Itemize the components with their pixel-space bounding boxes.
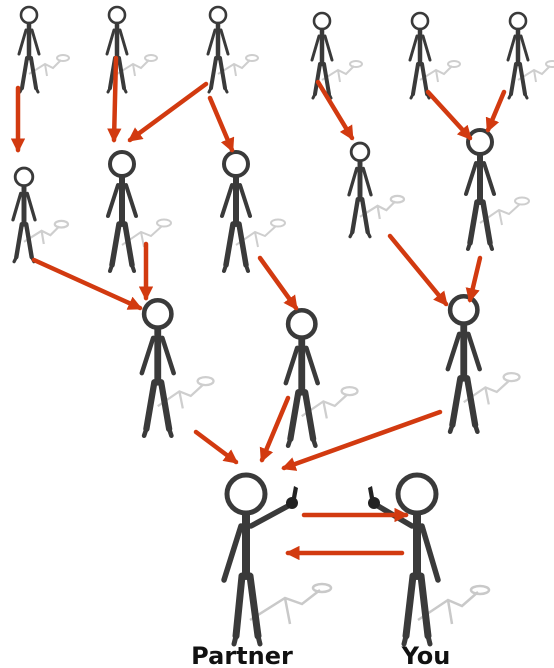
arrow-14: [259, 395, 291, 463]
person-r2-4: [349, 143, 404, 237]
partner-label: Partner: [191, 642, 293, 668]
person-r2-2: [108, 152, 171, 271]
arrow-8: [31, 257, 143, 311]
arrow-4: [207, 95, 235, 153]
arrow-10: [257, 255, 299, 311]
person-r2-1: [13, 168, 68, 262]
arrow-12: [465, 255, 483, 303]
person-r2-3: [222, 152, 285, 271]
partner-figure: [221, 472, 333, 647]
arrow-11: [387, 233, 449, 307]
arrow-5: [315, 79, 355, 141]
person-r1-1: [19, 7, 69, 92]
arrow-6: [425, 89, 473, 141]
arrow-3: [127, 81, 209, 143]
person-r3-3: [448, 296, 520, 431]
person-r1-5: [410, 13, 460, 98]
person-r1-3: [208, 7, 258, 92]
person-r3-2: [286, 310, 358, 445]
arrow-2: [107, 55, 122, 143]
arrow-15: [281, 409, 443, 471]
person-r2-5: [466, 130, 529, 249]
person-r3-1: [142, 300, 214, 435]
person-r1-6: [508, 13, 554, 98]
arrow-7: [485, 89, 507, 133]
arrow-13: [193, 429, 239, 465]
you-label: You: [401, 642, 451, 668]
you-figure: [368, 472, 491, 647]
